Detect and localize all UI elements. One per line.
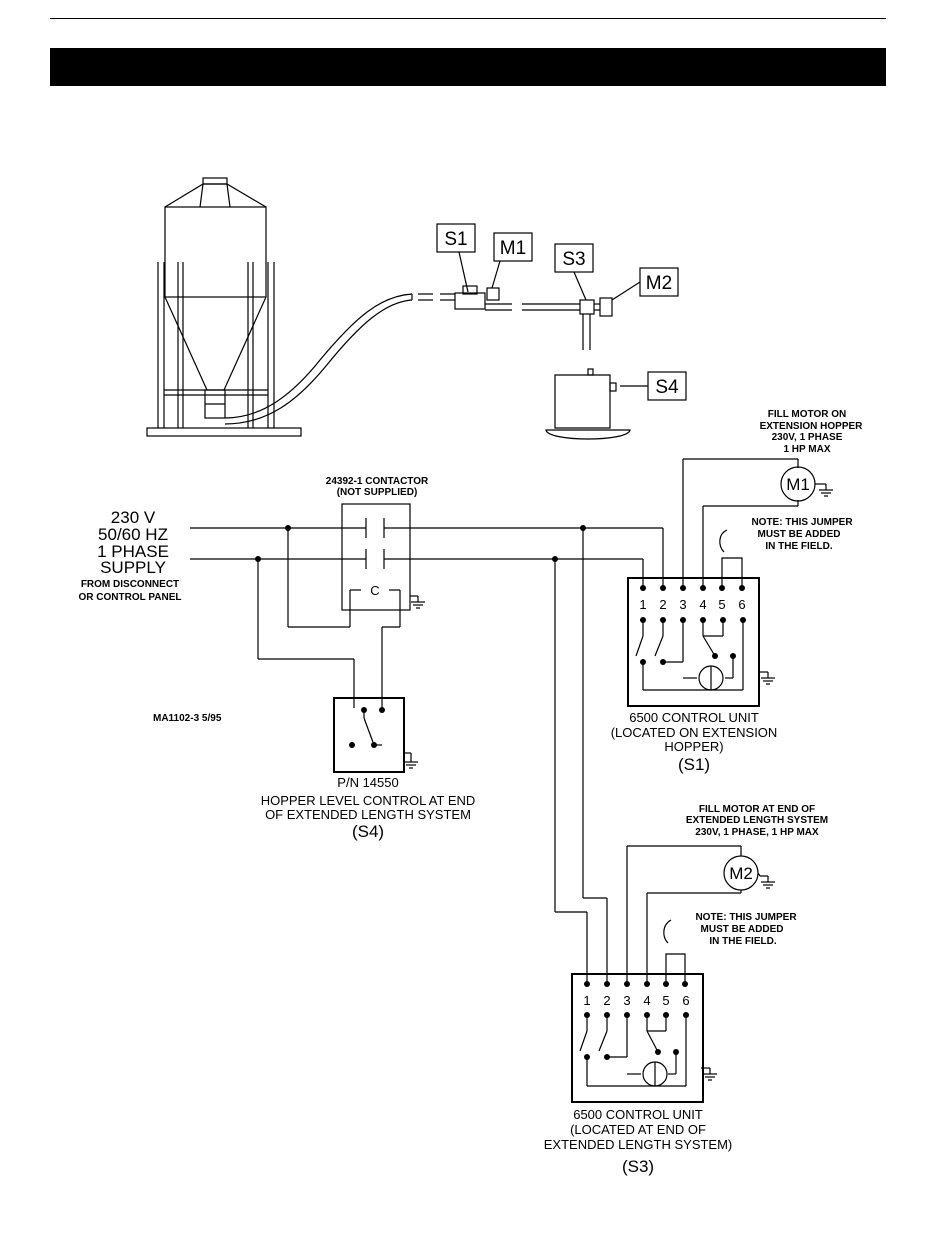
- s1-terminal-2: 2: [659, 597, 666, 612]
- m1-note-3: 230V, 1 PHASE: [772, 432, 843, 443]
- tag-s4-label: S4: [655, 377, 679, 398]
- drawing-number: MA1102-3 5/95: [153, 713, 222, 724]
- contactor-coil-label: C: [370, 583, 379, 598]
- s1-caption-2: (LOCATED ON EXTENSION: [611, 725, 778, 740]
- tag-s4: [620, 371, 687, 401]
- s3-caption-4: (S3): [622, 1157, 654, 1176]
- s3-terminal-2: 2: [603, 993, 610, 1008]
- s3-terminal-3: 3: [623, 993, 630, 1008]
- control-unit-s3: [571, 845, 742, 1103]
- supply-wires: [190, 527, 664, 982]
- control-unit-s1-terminals: [640, 585, 746, 665]
- s4-caption-2: OF EXTENDED LENGTH SYSTEM: [265, 807, 471, 822]
- jumper-note-2-line-2: MUST BE ADDED: [701, 924, 784, 935]
- tag-m2-label: M2: [646, 273, 672, 294]
- title-bar: [50, 48, 886, 86]
- ground-symbols: [404, 483, 833, 1081]
- silo-illustration: [146, 177, 433, 437]
- supply-source-1: FROM DISCONNECT: [81, 579, 179, 590]
- jumper-note-1-line-2: MUST BE ADDED: [758, 529, 841, 540]
- s3-caption-3: EXTENDED LENGTH SYSTEM): [544, 1137, 733, 1152]
- jumper-note-2-line-3: IN THE FIELD.: [709, 936, 776, 947]
- m1-note-1: FILL MOTOR ON: [768, 409, 847, 420]
- s1-terminal-6: 6: [738, 597, 745, 612]
- s1-terminal-1: 1: [639, 597, 646, 612]
- s3-terminal-4: 4: [643, 993, 650, 1008]
- tag-s3-label: S3: [562, 249, 585, 270]
- s3-caption-1: 6500 CONTROL UNIT: [573, 1107, 703, 1122]
- tag-s3: [554, 243, 594, 301]
- supply-source-2: OR CONTROL PANEL: [79, 592, 182, 603]
- jumper-note-1-line-3: IN THE FIELD.: [765, 541, 832, 552]
- junction-dots: [255, 525, 586, 562]
- motor-m1: [780, 466, 818, 502]
- tag-s1: [436, 223, 476, 293]
- s3-terminal-6: 6: [682, 993, 689, 1008]
- s1-terminal-5: 5: [718, 597, 725, 612]
- s1-caption-4: (S1): [678, 755, 710, 774]
- hopper-level-control-s4: [333, 697, 405, 773]
- top-rule: [50, 18, 886, 19]
- s1-terminal-3: 3: [679, 597, 686, 612]
- s1-caption-3: HOPPER): [664, 739, 723, 754]
- s1-caption-1: 6500 CONTROL UNIT: [629, 710, 759, 725]
- s3-terminal-5: 5: [662, 993, 669, 1008]
- conveyor-illustration: [440, 285, 631, 440]
- contactor-title: 24392-1 CONTACTOR: [326, 476, 429, 487]
- motor-m2: [723, 855, 761, 891]
- contactor: [341, 503, 411, 627]
- tag-s1-label: S1: [444, 229, 467, 250]
- tag-m2: [611, 267, 679, 301]
- s4-part-number: P/N 14550: [337, 775, 398, 790]
- s4-contacts: [349, 707, 385, 748]
- m2-note-1: FILL MOTOR AT END OF: [699, 804, 815, 815]
- jumper-note-1-line-1: NOTE: THIS JUMPER: [751, 517, 853, 528]
- m2-note-2: EXTENDED LENGTH SYSTEM: [686, 815, 828, 826]
- control-unit-s1: [627, 458, 799, 707]
- supply-voltage: 230 V: [111, 508, 156, 527]
- supply-label: SUPPLY: [100, 558, 166, 577]
- s1-terminal-4: 4: [699, 597, 706, 612]
- m1-note-2: EXTENSION HOPPER: [760, 421, 864, 432]
- jumper-note-2-line-1: NOTE: THIS JUMPER: [695, 912, 797, 923]
- m2-note-3: 230V, 1 PHASE, 1 HP MAX: [695, 827, 819, 838]
- motor-m2-label: M2: [729, 864, 753, 883]
- tag-m1-label: M1: [500, 238, 526, 259]
- s3-terminal-1: 1: [583, 993, 590, 1008]
- s4-caption-3: (S4): [352, 822, 384, 841]
- tag-m1: [491, 232, 533, 289]
- m1-note-4: 1 HP MAX: [783, 444, 830, 455]
- s4-caption-1: HOPPER LEVEL CONTROL AT END: [261, 793, 476, 808]
- contactor-note: (NOT SUPPLIED): [337, 487, 418, 498]
- supply-phase: 1 PHASE: [97, 542, 169, 561]
- supply-frequency: 50/60 HZ: [98, 525, 168, 544]
- motor-m1-label: M1: [786, 475, 810, 494]
- control-unit-s3-terminals: [584, 981, 689, 1060]
- s3-caption-2: (LOCATED AT END OF: [570, 1122, 706, 1137]
